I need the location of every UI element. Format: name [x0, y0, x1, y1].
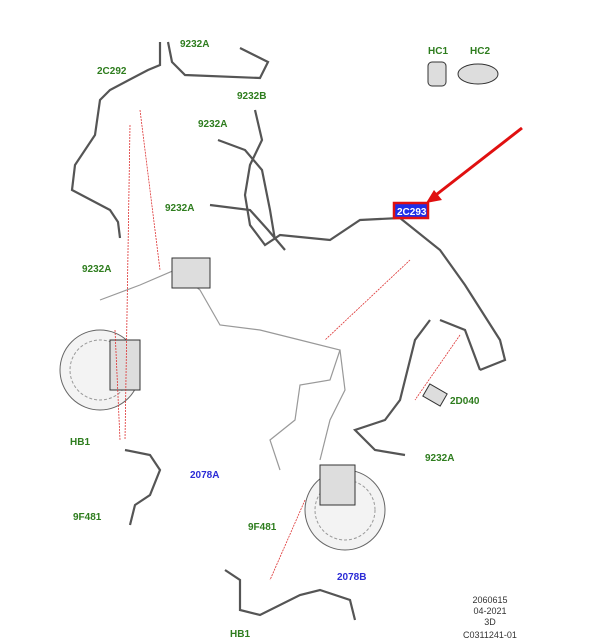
label-9232a: 9232A	[198, 119, 227, 130]
label-9232a-top: 9232A	[180, 39, 209, 50]
label-2d040: 2D040	[450, 396, 480, 407]
footer-id: 2060615	[472, 595, 507, 605]
label-9232a: 9232A	[165, 203, 194, 214]
label-9f481: 9F481	[73, 512, 102, 523]
label-9232a: 9232A	[82, 264, 111, 275]
label-hc2: HC2	[470, 46, 490, 57]
hc1-part	[427, 61, 447, 87]
hose-2078b	[224, 569, 357, 621]
label-9232a: 9232A	[425, 453, 454, 464]
hc2-part	[457, 63, 499, 85]
label-2c292: 2C292	[97, 66, 127, 77]
label-hb1: HB1	[230, 629, 250, 640]
pointer-arrow	[431, 126, 523, 200]
brake-pipes	[70, 41, 507, 471]
brake-disc-front-right	[304, 464, 386, 551]
hose-2078a	[124, 448, 162, 526]
label-hb1: HB1	[70, 437, 90, 448]
footer-date: 04-2021	[473, 606, 506, 616]
abs-module	[171, 257, 211, 289]
arrow-head-icon	[426, 190, 442, 203]
footer-code: C0311241-01	[463, 630, 517, 640]
label-9f481: 9F481	[248, 522, 277, 533]
label-2078a: 2078A	[190, 470, 219, 481]
label-9232b: 9232B	[237, 91, 266, 102]
leader-lines	[114, 109, 461, 581]
label-2078b: 2078B	[337, 572, 366, 583]
highlight-box	[392, 201, 430, 220]
footer-view: 3D	[484, 617, 496, 627]
label-hc1: HC1	[428, 46, 448, 57]
brake-disc-front-left	[59, 329, 141, 411]
label-2c293-highlighted: 2C293	[397, 207, 427, 218]
d040-part	[422, 383, 448, 407]
